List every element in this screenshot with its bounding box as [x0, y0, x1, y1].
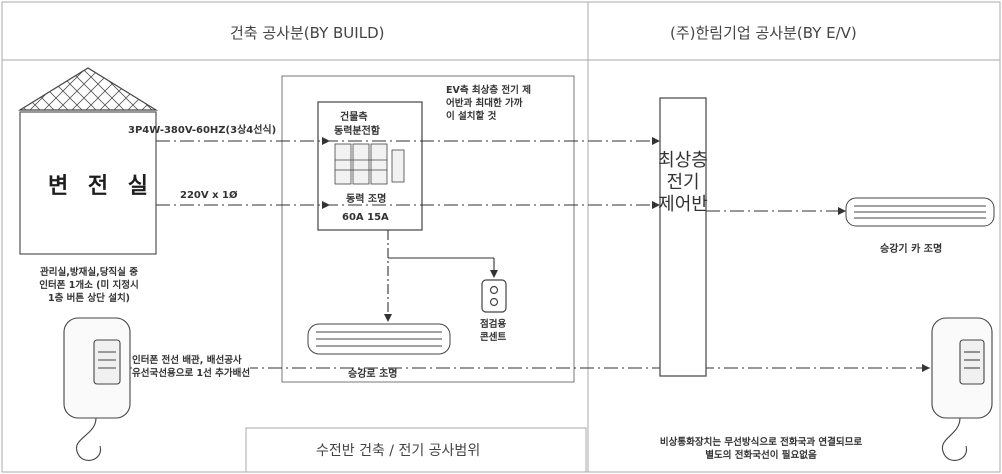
- control-panel-line: 제어반: [658, 194, 708, 215]
- control-panel: [659, 97, 707, 377]
- control-panel-line: 최상층: [658, 150, 708, 171]
- substation-box: [19, 111, 157, 255]
- panel-sub-1: 동력 조명: [346, 194, 387, 205]
- intercom-note-line: 1층 버튼 상단 설치): [47, 293, 131, 304]
- ev-note-line: 이 설치할 것: [446, 111, 497, 122]
- panel-sub-2: 60A 15A: [342, 212, 389, 223]
- footer-scope-label: 수전반 건축 / 전기 공사범위: [316, 443, 481, 459]
- arrow-heads: [322, 137, 930, 372]
- emergency-note: 비상통화장치는 무선방식으로 전화국과 연결되므로 별도의 전화국선이 필요없음: [606, 436, 916, 462]
- hoistway-light-fixture: [307, 323, 451, 355]
- panel-title-2: 동력분전함: [334, 126, 380, 137]
- intercom-handset-right: [931, 317, 993, 461]
- control-panel-label: 최상층 전기 제어반: [648, 150, 718, 216]
- outlet-label-line: 콘센트: [480, 332, 507, 343]
- building-area-box: [281, 75, 575, 383]
- car-light-label: 승강기 카 조명: [880, 244, 943, 255]
- intercom-note: 관리실,방재실,당직실 중 인터폰 1개소 (미 지정시 1층 버튼 상단 설치…: [14, 266, 164, 305]
- footer-scope-box: [245, 427, 587, 473]
- ev-note: EV측 최상층 전기 제 어반과 최대한 가까 이 설치할 것: [446, 84, 531, 123]
- power-single-label: 220V x 1Ø: [180, 190, 238, 201]
- wiring-note-line: 유선국선용으로 1선 추가배선: [132, 368, 251, 379]
- emergency-note-line: 별도의 전화국선이 필요없음: [705, 450, 817, 461]
- power-3phase-label: 3P4W-380V-60HZ(3상4선식): [128, 125, 277, 136]
- wiring-note-line: 인터폰 전선 배관, 배선공사: [132, 355, 242, 366]
- substation-label: 변 전 실: [48, 174, 155, 199]
- intercom-note-line: 관리실,방재실,당직실 중: [40, 267, 138, 278]
- outlet-label: 점검용 콘센트: [480, 318, 506, 344]
- ev-note-line: 어반과 최대한 가까: [446, 98, 523, 109]
- control-panel-line: 전기: [666, 172, 700, 193]
- ev-note-line: EV측 최상층 전기 제: [446, 85, 531, 96]
- intercom-handset-left: [63, 317, 131, 461]
- header-building: 건축 공사분(BY BUILD): [230, 24, 385, 42]
- emergency-note-line: 비상통화장치는 무선방식으로 전화국과 연결되므로: [659, 437, 863, 448]
- car-light-fixture: [845, 197, 995, 227]
- outlet-icon: [481, 279, 507, 313]
- feed-lines: [124, 140, 930, 369]
- panel-title-1: 건물측: [340, 112, 368, 123]
- outlet-label-line: 점검용: [480, 319, 507, 330]
- header-elevator: (주)한림기업 공사분(BY E/V): [670, 24, 857, 42]
- substation-roof: [17, 67, 159, 111]
- breaker-icon: [334, 143, 405, 185]
- hoistway-light-label: 승강로 조명: [348, 369, 398, 380]
- intercom-note-line: 인터폰 1개소 (미 지정시: [39, 280, 139, 291]
- wiring-note: 인터폰 전선 배관, 배선공사 유선국선용으로 1선 추가배선: [132, 354, 251, 380]
